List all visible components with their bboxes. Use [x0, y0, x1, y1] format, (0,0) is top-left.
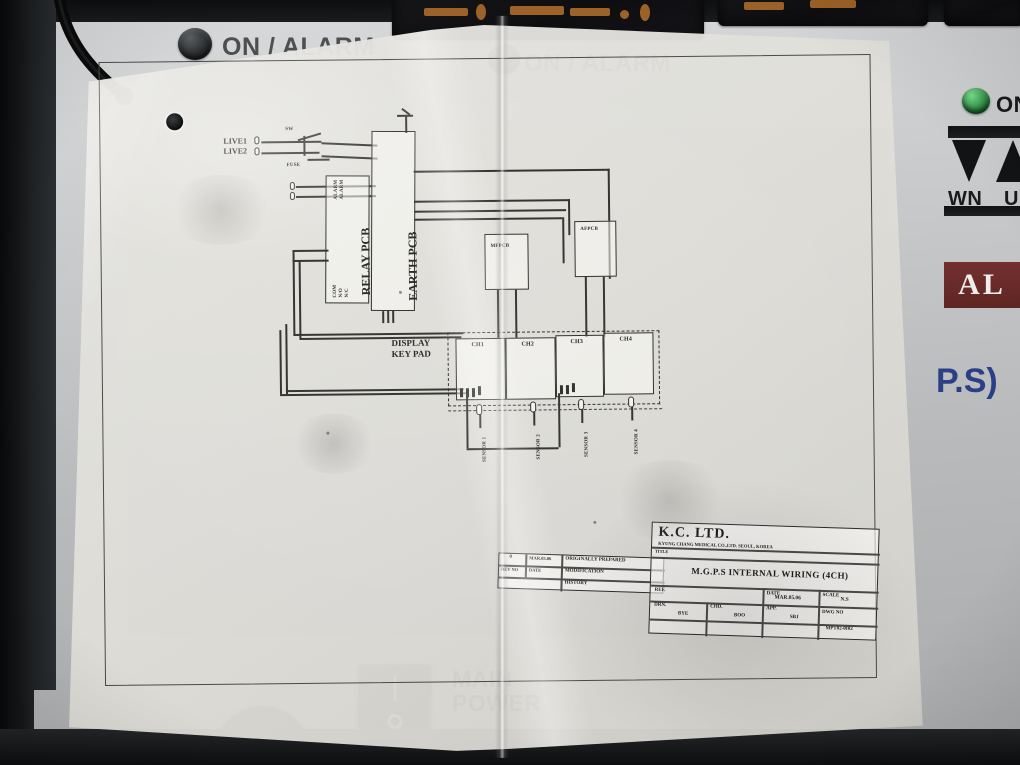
terminal-pin: [289, 192, 295, 201]
rev-date-caption: DATE: [528, 567, 542, 573]
app-value: SBJ: [789, 614, 799, 621]
laminated-drawing-sheet: LIVE1 LIVE2 SW FUSE RELAY PCB ALARM ALAR…: [44, 15, 932, 765]
rev-col-history: HISTORY: [564, 580, 588, 587]
chd-caption: CHD.: [710, 604, 723, 610]
terminal-pin: [254, 147, 260, 156]
nav-label-up: U: [1004, 188, 1019, 210]
sensor-label-3: SENSOR 3: [584, 431, 590, 457]
sensor-label-4: SENSOR 4: [634, 429, 640, 455]
panel-left-edge: [0, 0, 34, 765]
switch-label-sw: SW: [285, 127, 294, 133]
relay-terminal-alarm-2: ALARM: [339, 179, 345, 200]
app-caption: APP.: [766, 606, 777, 612]
relay-terminal-com: COM: [332, 284, 339, 298]
rev-no-caption: REV NO: [500, 566, 519, 573]
title-caption: TITLE: [654, 548, 669, 555]
indicator-label-3: ON: [996, 92, 1020, 117]
indicator-lamp-1: [178, 28, 212, 60]
drn-caption: DRN.: [654, 602, 667, 609]
channel-label-ch1: CH1: [471, 342, 485, 349]
relay-terminal-no: N/O: [338, 288, 345, 298]
title-block: K.C. LTD. KYUNG CHANG MEDICAL CO.,LTD. S…: [648, 521, 880, 641]
input-label-live2: LIVE2: [223, 146, 248, 156]
dwg-no-caption: DWG NO: [821, 609, 844, 616]
nav-strip-bottom: [944, 206, 1020, 216]
channel-label-ch3: CH3: [570, 339, 584, 346]
channel-label-ch2: CH2: [521, 341, 535, 348]
display-keypad-label-line1: DISPLAY: [391, 337, 431, 349]
drn-value: BYE: [677, 611, 689, 617]
alarm-banner: AL: [944, 262, 1020, 308]
relay-terminal-alarm-1: ALARM: [333, 179, 339, 200]
rev-date-value: MAR.05.06: [529, 555, 552, 562]
af-pcb-label: AFPCB: [580, 226, 599, 233]
chd-value: BOO: [733, 613, 746, 619]
mf-pcb-label: MFPCB: [490, 243, 510, 249]
ref-caption: REF.: [654, 587, 666, 594]
rev-symbol: 0: [509, 554, 512, 560]
date-value: MAR.05.06: [774, 594, 801, 602]
gas-service-label: P.S): [936, 362, 998, 400]
nav-label-down: WN: [948, 188, 983, 210]
terminal-pin: [254, 136, 260, 145]
drawing-title: M.G.P.S INTERNAL WIRING (4CH): [691, 565, 849, 581]
panel-left-shadow: [30, 0, 56, 690]
display-keypad-label-line2: KEY PAD: [391, 348, 431, 360]
channel-label-ch4: CH4: [619, 336, 633, 343]
mf-pcb-box: [484, 233, 529, 291]
nav-strip-top: [948, 126, 1020, 138]
earth-pcb-label: EARTH PCB: [405, 231, 421, 301]
rev-col-modification: MODIFICATION: [564, 568, 604, 575]
dwg-no-value: MPT02-0I02: [825, 626, 853, 632]
rev-col-originally: ORIGINALLY PREPARED: [565, 556, 626, 564]
input-label-live1: LIVE1: [223, 136, 247, 146]
switch-label-fuse: FUSE: [286, 162, 301, 169]
led-display-far-right: [944, 0, 1020, 26]
led-display-right: [718, 0, 928, 26]
scale-caption: SCALE: [822, 592, 840, 599]
relay-terminal-nc: N/C: [344, 288, 351, 298]
terminal-pin: [289, 182, 295, 191]
scale-value: N.S: [840, 596, 849, 603]
punch-hole-grommet: [166, 113, 184, 131]
revision-block: 0 REV NO MAR.05.06 DATE ORIGINALLY PREPA…: [497, 552, 666, 594]
indicator-lamp-3: [962, 88, 990, 114]
